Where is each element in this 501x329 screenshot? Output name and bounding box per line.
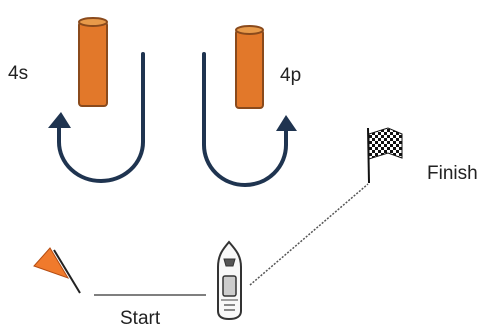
- boat-cockpit: [222, 275, 237, 297]
- boat-seat-lines: [224, 304, 235, 311]
- buoy-right-body: [235, 29, 264, 109]
- boat-windshield: [223, 258, 236, 267]
- u-turn-arrow-icon: [48, 52, 145, 183]
- finish-label: Finish: [427, 163, 478, 184]
- buoy-left-top: [78, 17, 108, 27]
- buoy-left-body: [78, 21, 108, 107]
- right-turn-arrowhead: [276, 115, 297, 131]
- buoy-right-top: [235, 25, 264, 35]
- finish-flag-cloth: [368, 127, 403, 160]
- left-turn-arrowhead: [48, 112, 71, 128]
- right-turn-path: [202, 52, 288, 187]
- checkered-flag-icon: [367, 127, 403, 184]
- start-label: Start: [120, 308, 161, 329]
- u-turn-arrow-icon: [202, 52, 297, 187]
- course-line-finish: [249, 183, 369, 286]
- buoy-right: [235, 25, 264, 109]
- start-flag-cloth: [33, 247, 70, 279]
- right-buoy-label: 4p: [280, 65, 302, 86]
- left-turn-path: [57, 52, 145, 183]
- left-buoy-label: 4s: [8, 63, 29, 84]
- orange-flag-icon: [33, 247, 81, 294]
- buoy-left: [78, 17, 108, 107]
- start-flag-pole: [53, 249, 81, 294]
- boat-icon: [217, 240, 242, 321]
